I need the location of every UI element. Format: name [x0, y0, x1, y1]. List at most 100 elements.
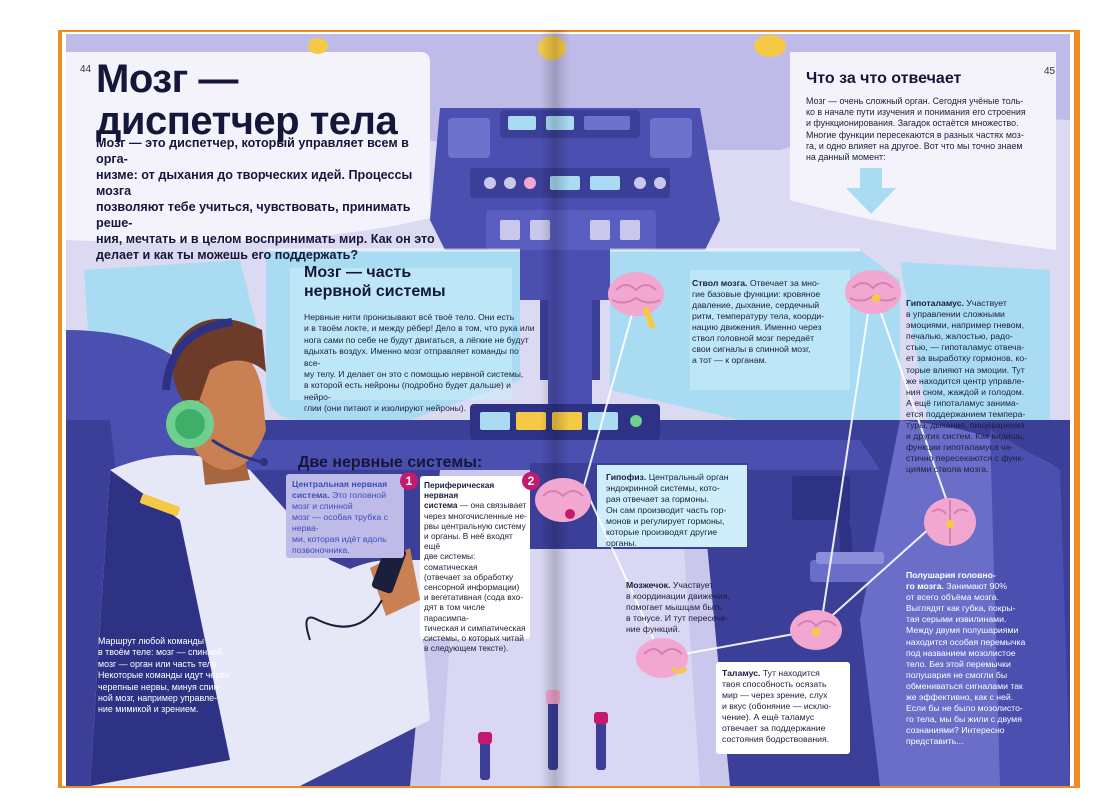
central-body-line: мозг — особая трубка с нерва- [292, 512, 388, 533]
peripheral-system-card [420, 476, 530, 639]
hypothalamus-title: Гипоталамус. [906, 298, 964, 308]
central-title-line: Центральная нервная [292, 479, 388, 489]
hypothalamus-line: в управлении сложными [906, 309, 1005, 320]
hemispheres-line: тело. Без этой перемычки [906, 658, 1011, 669]
peripheral-body-line: тическая и симпатическая [424, 622, 526, 633]
hypothalamus-line: же находится центр управле- [906, 375, 1025, 386]
badge-1: 1 [400, 472, 418, 490]
central-body-line: ми, которая идёт вдоль [292, 534, 387, 544]
peripheral-body-line: сенсорной информации) [424, 582, 520, 593]
route-line: мозг — орган или часть тела. [98, 658, 220, 669]
hemispheres-line: под названием мозолистое [906, 647, 1016, 658]
brainstem-line: ритм, температуру тела, коорди- [692, 311, 825, 321]
lead-line: позволяют тебе учиться, чувствовать, при… [96, 200, 411, 230]
hypothalamus-line: ния сном, жаждой и голодом. [906, 386, 1025, 397]
peripheral-body-line: через многочисленные не- [424, 510, 527, 521]
page-title: Мозг — диспетчер тела [96, 58, 398, 143]
two-systems-heading: Две нервные системы: [298, 454, 483, 471]
intro-line: Мозг — очень сложный орган. Сегодня учён… [806, 96, 1024, 106]
nervous-body-line: вдыхать воздух. Именно мозг отправляет к… [304, 346, 519, 368]
central-title-line: система. [292, 490, 330, 500]
intro-panel [790, 52, 1056, 250]
pituitary-line: Он сам производит часть гор- [606, 505, 727, 515]
lead-line: ния, мечтать и в целом воспринимать мир.… [96, 232, 435, 246]
right-intro: Мозг — очень сложный орган. Сегодня учён… [806, 96, 1056, 163]
intro-line: Многие функции пересекаются в разных час… [806, 129, 1024, 140]
cerebellum-line: помогает мышцам быть [626, 602, 723, 612]
page-number-left: 44 [80, 64, 92, 75]
page-title-line: диспетчер тела [96, 99, 398, 143]
peripheral-body-line: в следующем тексте). [424, 643, 509, 654]
brain-icon-hypothalamus [845, 270, 901, 314]
brain-icon-hemispheres [924, 498, 976, 546]
hemispheres-line: представить... [906, 736, 964, 747]
central-body-tail: Это головной [329, 490, 387, 500]
intro-line: га, и одно влияет на другое. Вот что мы … [806, 140, 1023, 151]
brain-icon-thalamus [790, 610, 842, 650]
peripheral-body-line: системы, о которых читай [424, 633, 524, 644]
intro-line: и функционирования. Загадок остаётся мно… [806, 118, 1019, 129]
hypothalamus-line: ется поддержанием темпера- [906, 408, 1026, 419]
page-number-right: 45 [1044, 66, 1056, 77]
intro-line: на данный момент: [806, 152, 886, 163]
nervous-body-line: в которой есть нейроны (подробно будет д… [304, 380, 511, 402]
hemispheres-line: Выглядят как губка, покры- [906, 603, 1016, 614]
hemispheres-title-line: го мозга. [906, 581, 944, 592]
hemispheres-line: Между двумя полушариями [906, 625, 1019, 636]
thalamus-card [716, 662, 850, 754]
nervous-body-line: му телу. И делает он это с помощью нервн… [304, 369, 524, 380]
hypothalamus-line: А ещё гипоталамус занима- [906, 397, 1019, 408]
hemispheres-line: полушария не смогли бы [906, 669, 1008, 680]
thalamus-title: Таламус. [722, 668, 761, 678]
pituitary-line: которые производят другие [606, 527, 718, 537]
nervous-body-line: нога сами по себе не будут двигаться, а … [304, 334, 529, 345]
nervous-body: Нервные нити пронизывают всё твоё тело. … [304, 312, 536, 415]
hemispheres-line: го тела, мы бы жили с двумя [906, 714, 1022, 725]
right-heading: Что за что отвечает [806, 70, 962, 87]
hemispheres-first-tail: Занимают 90% [943, 581, 1007, 592]
brain-icon-brainstem [608, 272, 664, 329]
pilot-figure [90, 318, 430, 786]
route-line: Маршрут любой команды [98, 636, 204, 646]
peripheral-title-line: Периферическая нервная [424, 480, 495, 501]
pituitary-title: Гипофиз. [606, 472, 647, 482]
nervous-body-line: глии (они питают и изолируют нейроны). [304, 403, 467, 414]
central-system-card [286, 474, 404, 558]
pituitary-line: органы. [606, 538, 637, 548]
peripheral-body-line: (отвечает за обработку [424, 571, 514, 582]
route-line: ной мозг, например управле- [98, 693, 218, 704]
thalamus-line: состояния бодрствования. [722, 734, 830, 744]
hypothalamus-text: Гипоталамус. Участвует в управлении слож… [906, 298, 1054, 476]
thalamus-line: мир — через зрение, слух [722, 690, 828, 700]
peripheral-body-line: и органы. В неё входят ещё [424, 531, 513, 552]
hypothalamus-line: функции гипоталамуса ча- [906, 442, 1014, 453]
hypothalamus-line: стично пересекаются с функ- [906, 453, 1025, 464]
central-body-line: позвоночника. [292, 545, 350, 555]
book-spine [540, 30, 570, 788]
nervous-heading-line: нервной системы [304, 283, 446, 300]
brainstem-first-tail: Отвечает за мно- [747, 278, 820, 288]
hemispheres-line: обмениваться сигналами так [906, 680, 1023, 691]
brainstem-line: давление, дыхание, сердечный [692, 300, 820, 310]
route-line: черепные нервы, минуя спин- [98, 681, 222, 692]
nervous-body-line: и в твоём локте, и между рёбер! Дело в т… [304, 323, 535, 334]
lead-line: низме: от дыхания до творческих идей. Пр… [96, 168, 413, 198]
route-paragraph: Маршрут любой команды в твоём теле: мозг… [98, 636, 258, 716]
cerebellum-text: Мозжечок. Участвует в координации движен… [626, 580, 756, 635]
brainstem-text: Ствол мозга. Отвечает за мно- гие базовы… [692, 278, 852, 366]
pituitary-first-tail: Центральный орган [646, 472, 729, 482]
badge-2: 2 [522, 472, 540, 490]
cerebellum-title: Мозжечок. [626, 580, 671, 590]
lead-line: делает и как ты можешь его поддержать? [96, 248, 359, 262]
thalamus-text: Таламус. Тут находится твоя способность … [722, 668, 852, 745]
hypothalamus-line: эмоциями, например гневом, [906, 320, 1025, 331]
route-line: Некоторые команды идут через [98, 670, 229, 681]
brainstem-line: гие базовые функции: кровяное [692, 289, 821, 299]
hypothalamus-first-tail: Участвует [964, 298, 1007, 308]
hypothalamus-line: ет за выработку гормонов, ко- [906, 353, 1028, 364]
pituitary-text: Гипофиз. Центральный орган эндокринной с… [606, 472, 748, 549]
brainstem-line: нацию движения. Именно через [692, 322, 822, 332]
nervous-body-line: Нервные нити пронизывают всё твоё тело. … [304, 312, 515, 322]
